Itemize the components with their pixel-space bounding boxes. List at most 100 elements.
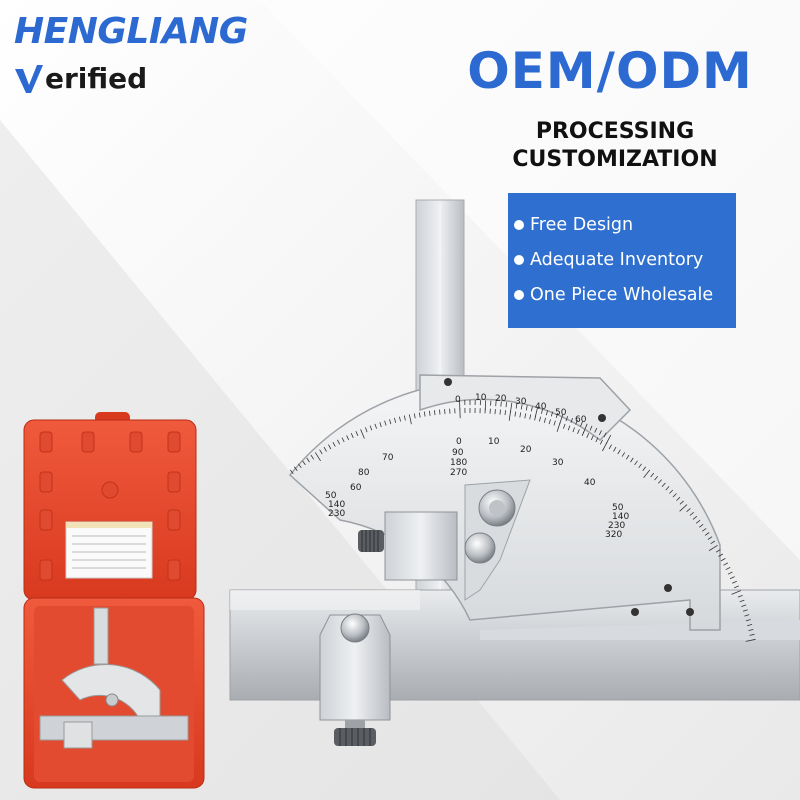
- vernier-label-30: 30: [515, 397, 527, 407]
- bullet-dot-icon: [514, 219, 524, 230]
- scale-tick: [657, 479, 662, 484]
- scale-label-10: 10: [488, 437, 500, 447]
- carrying-case: [23, 412, 205, 789]
- scale-tick: [323, 446, 327, 452]
- scale-tick: [539, 416, 541, 422]
- scale-tick: [595, 437, 599, 443]
- scale-label-50b: 50: [612, 503, 624, 513]
- scale-tick: [541, 408, 543, 414]
- scale-tick: [408, 414, 412, 425]
- scale-tick: [572, 427, 575, 433]
- center-mark-180: 180: [450, 458, 467, 468]
- scale-tick: [306, 457, 310, 463]
- scale-tick: [423, 411, 426, 417]
- feature-item-one-piece-wholesale: One Piece Wholesale: [514, 277, 736, 312]
- subheadline-line-2: CUSTOMIZATION: [512, 147, 718, 172]
- scale-tick: [745, 619, 751, 622]
- scale-label-0: 0: [456, 437, 462, 447]
- scale-tick: [314, 452, 321, 462]
- scale-tick: [529, 414, 532, 420]
- inner-scale-ticks: [459, 399, 612, 445]
- scale-tick: [739, 599, 745, 603]
- scale-tick: [418, 412, 421, 418]
- scale-tick: [676, 496, 681, 501]
- scale-tick: [638, 463, 642, 469]
- vernier-label-50: 50: [555, 408, 567, 418]
- scale-tick: [634, 460, 638, 466]
- scale-tick: [729, 576, 735, 580]
- scale-tick: [337, 439, 341, 445]
- scale-tick: [519, 412, 522, 418]
- feature-item-adequate-inventory: Adequate Inventory: [514, 242, 736, 277]
- scale-tick: [725, 567, 731, 571]
- verified-text: erified: [45, 62, 148, 95]
- vernier-label-10: 10: [475, 393, 487, 403]
- scale-tick: [704, 532, 710, 536]
- scale-tick: [586, 433, 590, 438]
- scale-tick: [369, 425, 373, 431]
- scale-tick: [379, 422, 382, 428]
- scale-tick: [723, 562, 728, 566]
- scale-tick: [748, 629, 754, 631]
- scale-tick: [698, 523, 704, 528]
- scale-tick: [643, 469, 651, 479]
- scale-tick: [500, 401, 502, 407]
- scale-tick: [650, 472, 655, 478]
- scale-tick: [589, 425, 593, 431]
- scale-tick: [505, 402, 507, 408]
- scale-tick: [731, 590, 741, 595]
- scale-tick: [661, 482, 666, 487]
- scale-tick: [741, 604, 747, 607]
- feature-box: Free Design Adequate Inventory One Piece…: [508, 193, 736, 328]
- sliding-clamp-block: [319, 613, 391, 746]
- scale-tick: [302, 460, 306, 466]
- scale-tick: [567, 425, 571, 431]
- scale-tick: [328, 444, 332, 450]
- headline-oem-odm: OEM/ODM: [467, 42, 753, 100]
- scale-tick: [621, 452, 626, 457]
- left-mark-140: 140: [328, 500, 345, 510]
- scale-tick: [520, 404, 523, 410]
- scale-tick: [582, 423, 588, 434]
- scale-tick: [718, 553, 724, 557]
- scale-label-20: 20: [520, 445, 532, 455]
- scale-tick: [720, 558, 726, 562]
- scale-tick: [577, 429, 580, 435]
- scale-tick: [590, 435, 594, 441]
- subheadline-line-1: PROCESSING: [535, 119, 695, 144]
- scale-tick: [575, 419, 578, 425]
- scale-tick: [439, 409, 441, 415]
- scale-tick: [413, 413, 416, 419]
- scale-tick: [332, 442, 336, 447]
- scale-tick: [399, 416, 401, 422]
- scale-tick: [514, 411, 517, 417]
- scale-tick: [534, 407, 538, 418]
- scale-tick: [384, 420, 387, 426]
- scale-tick: [355, 431, 359, 436]
- scale-tick: [715, 549, 721, 553]
- scale-tick: [289, 469, 294, 475]
- scale-tick: [732, 580, 737, 584]
- scale-tick: [565, 416, 569, 422]
- feature-item-free-design: Free Design: [514, 207, 736, 242]
- scale-tick: [341, 437, 345, 443]
- brand-block: HENGLIANG erified: [14, 10, 248, 96]
- scale-tick: [742, 609, 748, 612]
- bullet-dot-icon: [514, 254, 524, 265]
- scale-tick: [707, 536, 713, 540]
- scale-tick: [689, 511, 694, 516]
- right-mark-230: 230: [608, 521, 625, 531]
- scale-tick: [608, 444, 612, 450]
- scale-tick: [665, 486, 670, 491]
- scale-tick: [504, 410, 506, 416]
- scale-label-50: 50: [325, 491, 337, 501]
- scale-label-80: 80: [358, 468, 370, 478]
- scale-tick: [553, 420, 556, 426]
- scale-tick: [403, 415, 406, 421]
- scale-tick: [598, 430, 602, 436]
- scale-tick: [499, 409, 501, 415]
- scale-tick: [389, 419, 392, 425]
- scale-tick: [484, 400, 487, 411]
- scale-tick: [617, 449, 621, 455]
